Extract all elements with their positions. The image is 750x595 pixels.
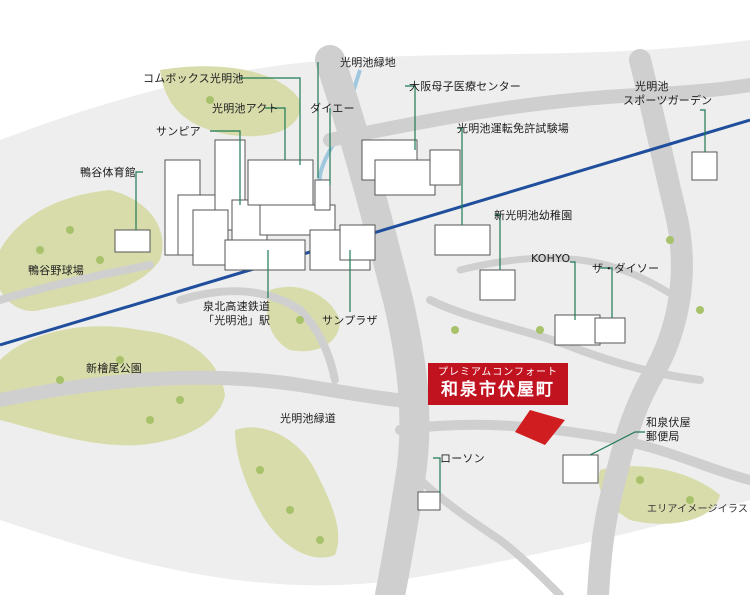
label-shizutani-gym: 鴨谷体育館 [80,166,136,179]
label-sports-garden-line2: スポーツガーデン [623,94,713,107]
road-local-4 [456,254,684,304]
label-shizutani-ballpark: 鴨谷野球場 [28,264,84,277]
label-koumyoike-green: 光明池緑地 [340,56,396,69]
tree-markers [36,96,704,544]
property-badge: プレミアムコンフォート 和泉市伏屋町 [428,363,568,405]
label-station-line2: 「光明池」駅 [203,314,271,327]
property-brand: プレミアムコンフォート [438,367,558,378]
label-sunplaza: サンプラザ [322,314,378,327]
road-cross-north [323,78,750,147]
park-area-west [0,190,163,311]
label-image-note: エリアイメージイラスト [647,504,750,515]
label-sunpia: サンピア [156,125,201,138]
building-lawson [417,491,441,511]
building-shizutani-gym [114,229,151,253]
label-post-line1: 和泉伏屋 [646,416,691,429]
building-kohyo [479,269,516,301]
label-greenway: 光明池緑道 [280,412,336,425]
road-east-vertical [587,49,693,595]
building-daiso-2 [594,317,626,344]
label-kohyo: KOHYO [531,252,571,265]
label-osaka-hospital: 大阪母子医療センター [409,80,521,93]
label-commbox: コムボックス光明池 [143,72,244,85]
label-kindergarten: 新光明池幼稚園 [494,209,573,222]
label-act: 光明池アクト [212,102,279,115]
building-sports-garden [691,151,718,181]
park-area-south-east [598,466,720,524]
label-daiei: ダイエー [310,102,355,115]
label-daiso: ザ・ダイソー [592,262,660,275]
property-name: 和泉市伏屋町 [441,380,555,400]
road-local-1 [426,296,704,384]
label-driving-center: 光明池運転免許試験場 [457,122,569,135]
road-west-2 [0,261,154,304]
building-post-office [562,454,599,484]
building-daiso [554,314,601,346]
road-local-2 [176,287,339,384]
label-sports-garden-line1: 光明池 [635,80,669,93]
road-cross-mid [0,370,427,409]
label-station-line1: 泉北高速鉄道 [203,300,271,313]
building-osaka-hospital-2 [374,159,436,196]
park-area-north [160,66,301,137]
building-kindergarten [434,224,491,256]
label-lawson: ローソン [440,452,485,465]
property-site [515,410,565,445]
label-park: 新檜尾公園 [86,362,142,375]
label-post-line2: 郵便局 [646,430,680,443]
leader-lines [135,62,706,494]
building-driving-center [429,149,461,186]
road-cross-south [395,419,750,485]
park-area-greenway [235,427,339,558]
